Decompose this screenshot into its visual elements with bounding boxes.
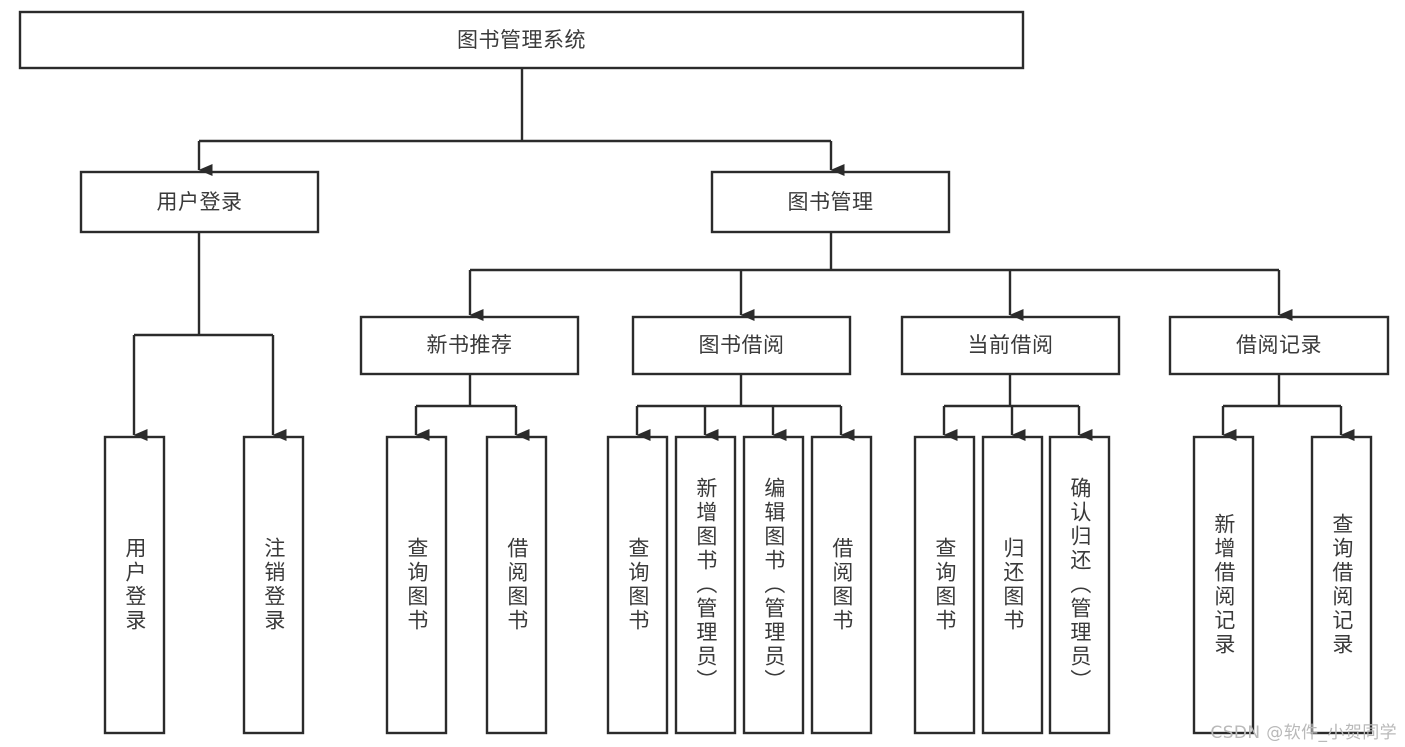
- leaf-borrow-book-1-box[interactable]: [485, 435, 548, 735]
- leaf-add-book-box[interactable]: [674, 435, 737, 735]
- node-borrow-record-box[interactable]: [1168, 315, 1390, 376]
- leaf-query-book-3-box[interactable]: [913, 435, 976, 735]
- node-book-borrow-box[interactable]: [631, 315, 852, 376]
- leaf-borrow-book-2-box[interactable]: [810, 435, 873, 735]
- node-user-login-box[interactable]: [79, 170, 320, 234]
- node-current-borrow-box[interactable]: [900, 315, 1121, 376]
- leaf-return-book-box[interactable]: [981, 435, 1044, 735]
- leaf-query-record-box[interactable]: [1310, 435, 1373, 735]
- leaf-logout-login-box[interactable]: [242, 435, 305, 735]
- csdn-watermark: CSDN @软件_小贺同学: [1210, 723, 1397, 743]
- node-root-box[interactable]: [18, 10, 1025, 70]
- leaf-add-record-box[interactable]: [1192, 435, 1255, 735]
- leaf-edit-book-box[interactable]: [742, 435, 805, 735]
- node-new-book-rec-box[interactable]: [359, 315, 580, 376]
- leaf-user-login-box[interactable]: [103, 435, 166, 735]
- leaf-query-book-2-box[interactable]: [606, 435, 669, 735]
- leaf-confirm-return-box[interactable]: [1048, 435, 1111, 735]
- node-book-manage-box[interactable]: [710, 170, 951, 234]
- leaf-query-book-1-box[interactable]: [385, 435, 448, 735]
